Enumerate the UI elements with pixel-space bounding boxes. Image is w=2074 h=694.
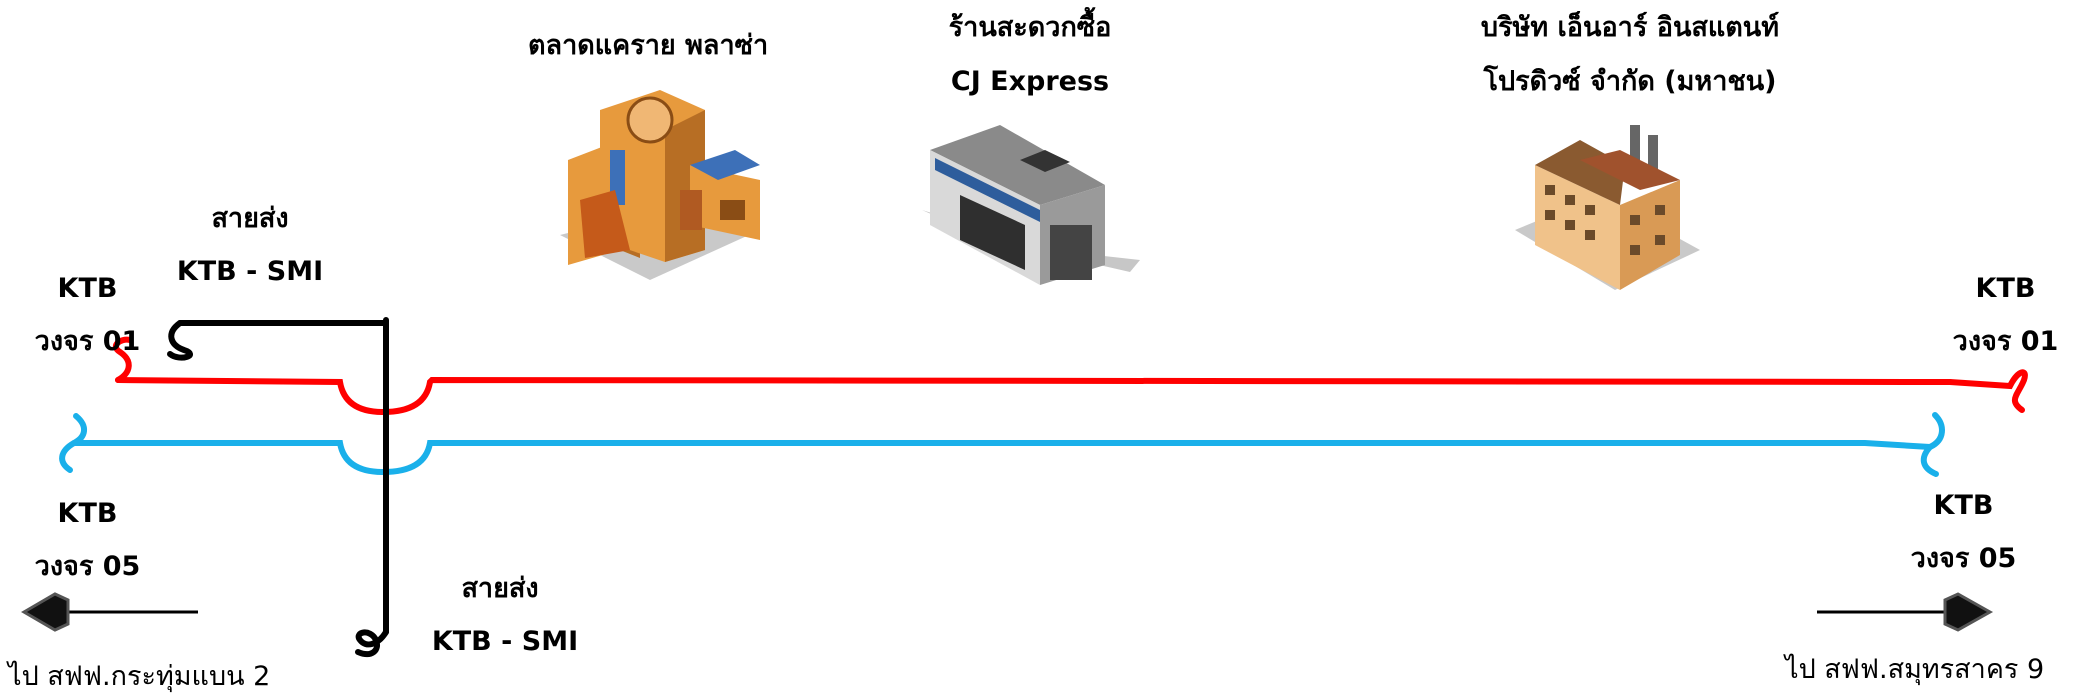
market-building-icon [560, 90, 760, 280]
right-05-label-line2: วงจร 05 [1910, 543, 2017, 574]
circuit-05-line [59, 412, 1945, 477]
left-arrow-icon [21, 592, 198, 632]
left-01-label-line2: วงจร 01 [34, 326, 141, 357]
factory-icon [1515, 125, 1700, 290]
company-label-line2: โปรดิวซ์ จำกัด (มหาชน) [1483, 66, 1777, 97]
store-label-line2: CJ Express [950, 66, 1110, 97]
left-01-label-line1: KTB [57, 273, 118, 304]
smi-bottom-label-line1: สายส่ง [461, 573, 539, 604]
left-05-label-line2: วงจร 05 [34, 551, 141, 582]
company-label-line1: บริษัท เอ็นอาร์ อินสแตนท์ [1480, 12, 1780, 43]
smi-top-label-line1: สายส่ง [211, 203, 289, 234]
smi-top-label-line2: KTB - SMI [176, 256, 324, 287]
circuit-01-line [112, 336, 2028, 416]
right-05-label-line1: KTB [1933, 490, 1994, 521]
circuit-05-left-end [59, 413, 87, 473]
market-label: ตลาดแคราย พลาซ่า [528, 30, 769, 61]
left-05-label-line1: KTB [57, 498, 118, 529]
circuit-01-left-end [112, 336, 133, 383]
right-01-label-line2: วงจร 01 [1952, 326, 2059, 357]
smi-top-end [167, 320, 193, 361]
smi-bottom-end [355, 629, 389, 658]
smi-bottom-label-line2: KTB - SMI [431, 626, 579, 657]
left-destination: ไป สฟฟ.กระทุ่มแบน 2 [8, 661, 271, 692]
right-arrow-icon [1817, 592, 1994, 632]
right-01-label-line1: KTB [1975, 273, 2036, 304]
store-label-line1: ร้านสะดวกซื้อ [948, 12, 1112, 43]
convenience-store-icon [922, 125, 1140, 285]
circuit-01-right-end [1947, 369, 2028, 413]
smi-line [167, 317, 389, 658]
circuit-05-right-end [1920, 412, 1945, 477]
right-destination: ไป สฟฟ.สมุทรสาคร 9 [1785, 654, 2045, 685]
